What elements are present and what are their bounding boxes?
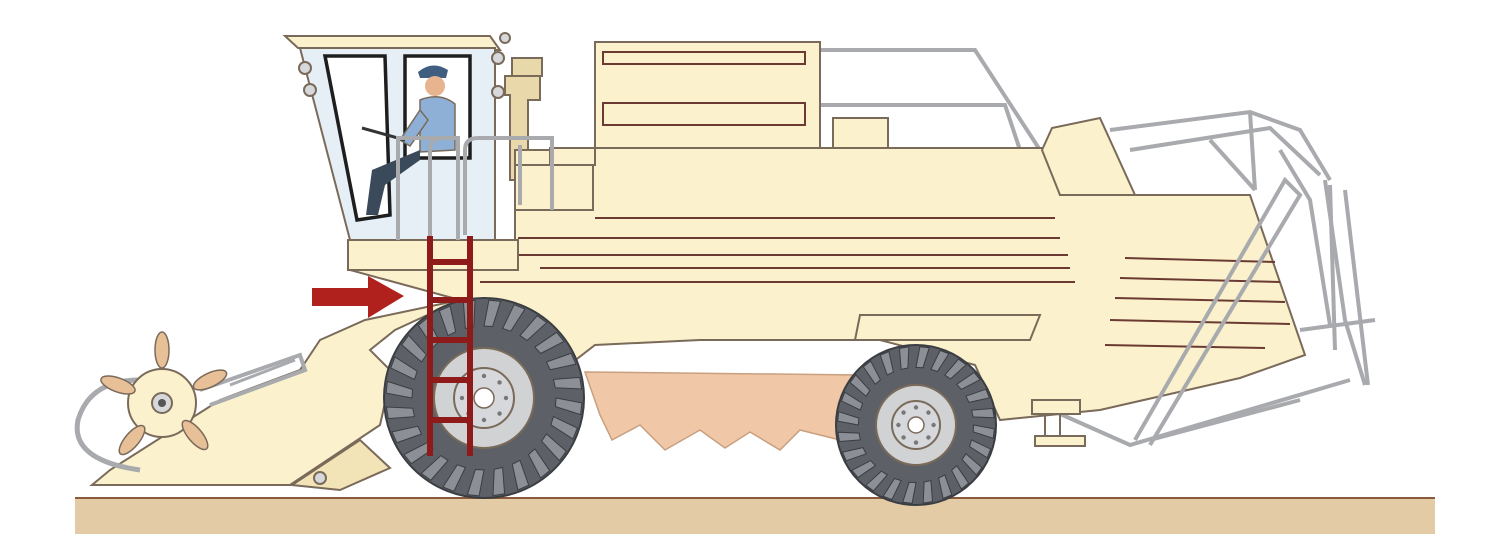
- front-drive-wheel-tread-lug: [492, 466, 506, 497]
- rear-frame-rails: [820, 48, 1370, 386]
- rear-steer-wheel-lug-nut: [901, 435, 906, 440]
- front-drive-wheel-tread-lug: [527, 448, 551, 479]
- reel: [74, 331, 308, 473]
- front-drive-wheel-lug-nut: [459, 395, 465, 401]
- operator-cab: [282, 32, 519, 271]
- rear-steer-wheel-tread-lug: [851, 459, 877, 479]
- cab-handrails: [396, 136, 554, 240]
- rear-steer-wheel-tread-lug: [944, 358, 967, 380]
- rear-steer-wheel-tread-lug: [849, 374, 871, 397]
- front-drive-wheel-lug-nut: [497, 380, 502, 385]
- front-drive-wheel-tread-lug: [420, 454, 449, 481]
- front-drive-wheel-axle-cap: [473, 387, 495, 409]
- front-drive-wheel-lug-nut: [497, 411, 502, 416]
- rear-steer-wheel-tread-lug: [972, 424, 995, 439]
- rear-steer-wheel-tread-lug: [915, 346, 930, 369]
- front-drive-wheel-tread-lug: [483, 299, 502, 328]
- rear-steer-wheel-tread-lug: [837, 411, 860, 426]
- rear-steer-wheel-lug-nut: [913, 440, 919, 445]
- grain-tank: [594, 41, 889, 151]
- rear-steer-wheel-tread-lug: [902, 481, 917, 504]
- front-drive-wheel-tread-lug: [442, 464, 467, 492]
- front-drive-wheel-tread-lug: [501, 304, 526, 332]
- rear-steer-wheel-axle-cap: [907, 416, 925, 434]
- front-drive-wheel-tread-lug: [466, 468, 485, 497]
- front-drive-wheel-tread-lug: [550, 415, 578, 440]
- front-drive-wheel-tread-lug: [385, 380, 414, 399]
- rear-hitch: [1031, 399, 1086, 447]
- undercarriage: [583, 371, 861, 451]
- rear-steer-wheel-lug-nut: [901, 410, 906, 415]
- front-drive-wheel-tread-lug: [401, 334, 428, 363]
- front-drive-wheel-lug-nut: [481, 417, 487, 423]
- rear-steer-wheel-tread-lug: [968, 439, 992, 459]
- ladder-pointer-arrow: [312, 276, 404, 318]
- rear-steer-wheel-tread-lug: [879, 350, 894, 376]
- front-drive-wheel: [383, 297, 585, 499]
- rear-steer-wheel-tread-lug: [882, 477, 902, 501]
- front-drive-wheel-tread-lug: [519, 315, 548, 342]
- rear-steer-wheel-tread-lug: [938, 474, 953, 500]
- rear-steer-wheel-tread-lug: [965, 388, 991, 403]
- front-drive-wheel-lug-nut: [503, 395, 509, 401]
- rear-steer-wheel-tread-lug: [898, 346, 910, 371]
- front-drive-wheel-tread-lug: [385, 406, 416, 420]
- rear-steer-wheel-tread-lug: [970, 407, 995, 419]
- wheels: [383, 297, 997, 506]
- front-drive-wheel-tread-lug: [511, 459, 530, 491]
- rear-steer-wheel-tread-lug: [840, 391, 864, 411]
- rear-steer-wheel-tread-lug: [837, 431, 862, 443]
- rear-steer-wheel-tread-lug: [922, 479, 934, 504]
- ground-strip: [75, 498, 1435, 534]
- rear-steer-wheel-lug-nut: [896, 422, 901, 428]
- front-drive-wheel-tread-lug: [391, 425, 423, 444]
- rear-steer-wheel-tread-lug: [961, 453, 983, 476]
- body-trim-lines: [360, 217, 1291, 349]
- front-drive-wheel-tread-lug: [534, 331, 565, 355]
- rear-steer-wheel-tread-lug: [955, 371, 981, 391]
- entry-ladder: [427, 236, 473, 456]
- front-drive-wheel-tread-lug: [554, 397, 583, 416]
- front-drive-wheel-tread-lug: [545, 352, 577, 371]
- rear-steer-wheel-lug-nut: [926, 410, 931, 415]
- rear-steer-wheel-lug-nut: [926, 435, 931, 440]
- rear-steer-wheel-lug-nut: [913, 405, 919, 410]
- exhaust-pipe: [504, 57, 543, 181]
- front-drive-wheel-tread-lug: [390, 356, 418, 381]
- rear-steer-wheel: [835, 344, 997, 506]
- operator-cap: [418, 65, 448, 78]
- front-drive-wheel-tread-lug: [438, 305, 457, 337]
- front-drive-wheel-tread-lug: [540, 433, 567, 462]
- rear-steer-wheel-lug-nut: [931, 422, 936, 428]
- front-drive-wheel-tread-lug: [552, 376, 583, 390]
- rear-steer-wheel-tread-lug: [865, 470, 888, 492]
- rear-spreader: [1039, 148, 1376, 448]
- rear-steer-wheel-tread-lug: [930, 349, 950, 373]
- front-drive-wheel-lug-nut: [481, 373, 487, 379]
- rear-steer-wheel-tread-lug: [841, 447, 867, 462]
- rear-steer-wheel-tread-lug: [862, 360, 882, 386]
- rear-steer-wheel-tread-lug: [950, 464, 970, 490]
